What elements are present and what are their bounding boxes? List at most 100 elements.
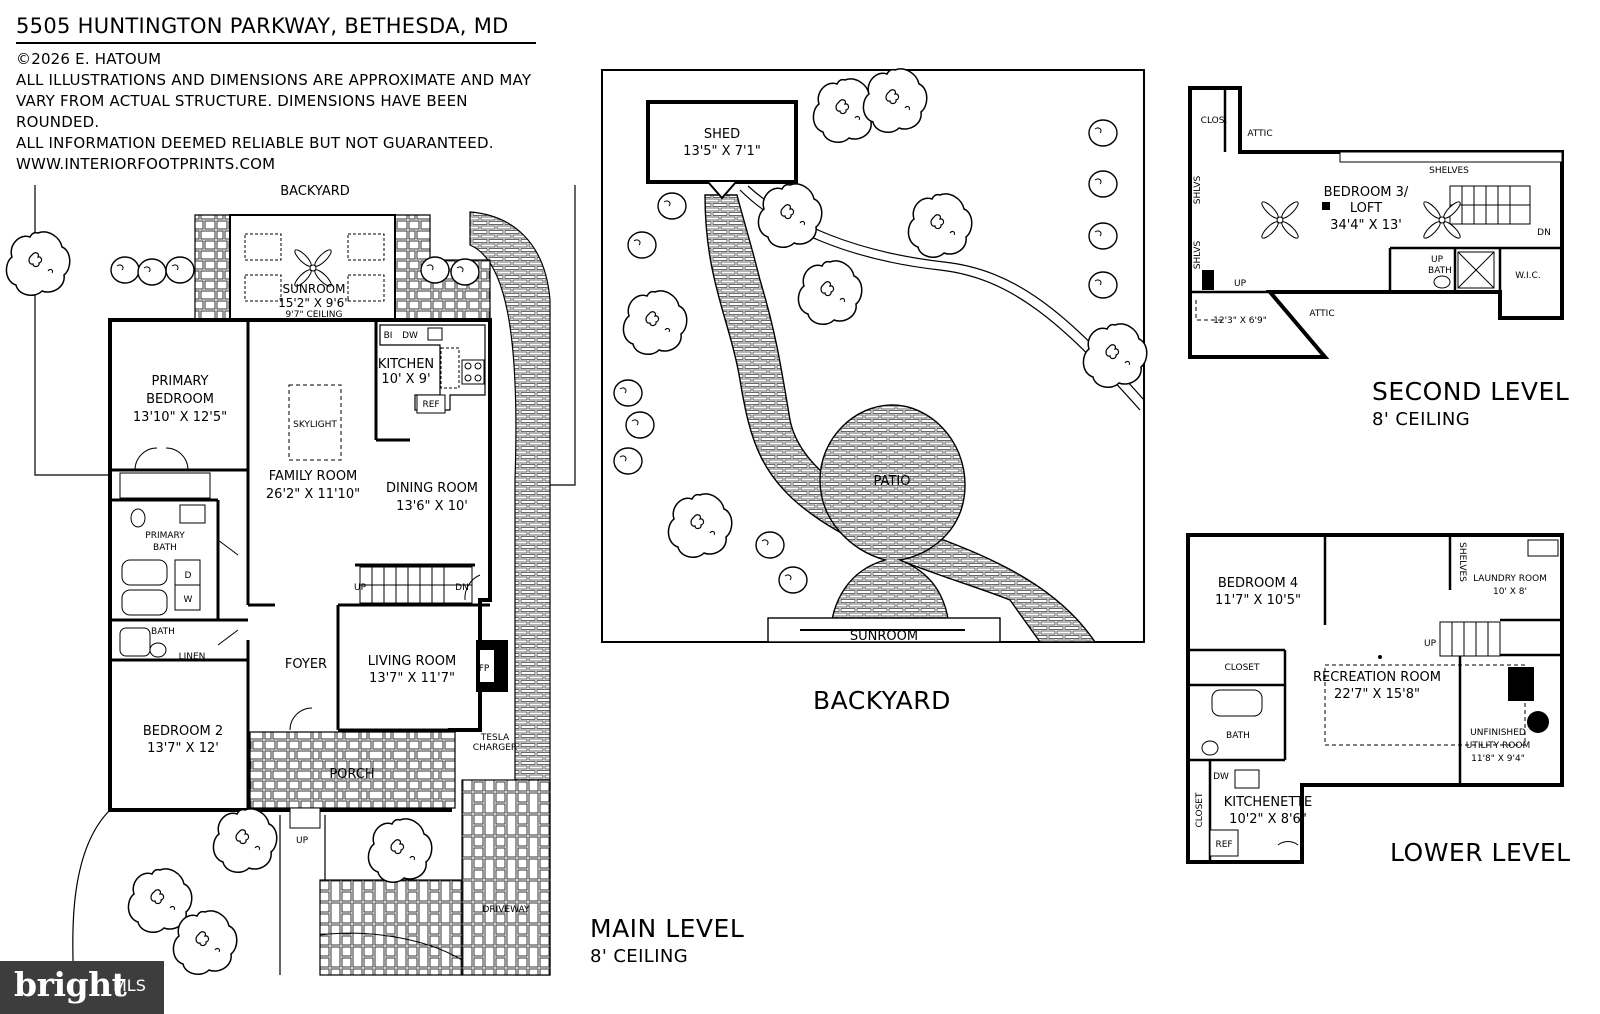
- main-level-plan: [5, 185, 576, 1001]
- bedroom-3-name-2: LOFT: [1350, 201, 1382, 216]
- shlvs-label-2: SHLVS: [1193, 241, 1203, 270]
- wic-label: W.I.C.: [1515, 271, 1540, 281]
- family-skylight: SKYLIGHT: [293, 420, 337, 430]
- living-room-name: LIVING ROOM: [368, 654, 456, 669]
- closet-label: CLOSET: [1225, 663, 1260, 673]
- copyright: ©2026 E. HATOUM: [16, 50, 162, 68]
- bedroom-2-name: BEDROOM 2: [143, 724, 223, 739]
- driveway-apron: [319, 879, 463, 976]
- lower-ref-label: REF: [1215, 840, 1232, 850]
- dining-room-name: DINING ROOM: [386, 481, 478, 496]
- porch-up-label: UP: [296, 836, 309, 846]
- sunroom-dims: 15'2" X 9'6": [278, 296, 350, 310]
- bedroom-3-dims: 34'4" X 13': [1330, 218, 1402, 233]
- laundry-dims: 10' X 8': [1493, 587, 1527, 597]
- lower-level-title: LOWER LEVEL: [1390, 838, 1571, 867]
- porch-label: PORCH: [329, 767, 374, 782]
- linen-label: LINEN: [179, 652, 206, 662]
- stairs-dn-label: DN: [455, 583, 469, 593]
- loft-dn-label: DN: [1537, 228, 1551, 238]
- sunroom-ceiling: 9'7" CEILING: [286, 310, 343, 320]
- primary-bedroom-name-2: BEDROOM: [146, 392, 214, 407]
- recreation-dims: 22'7" X 15'8": [1334, 687, 1420, 702]
- primary-bath-name-1: PRIMARY: [145, 531, 185, 541]
- bedroom-3-name-1: BEDROOM 3/: [1324, 185, 1409, 200]
- shed-dims: 13'5" X 7'1": [683, 144, 761, 159]
- main-level-labels: BACKYARD SUNROOM 15'2" X 9'6" 9'7" CEILI…: [133, 184, 530, 915]
- disclaimer-line-1: ALL ILLUSTRATIONS AND DIMENSIONS ARE APP…: [16, 71, 532, 89]
- main-level-ceiling: 8' CEILING: [590, 946, 689, 967]
- bath-up-label: UP: [1431, 255, 1444, 265]
- tesla-label-1: TESLA: [480, 733, 510, 743]
- stairs-up-label: UP: [354, 583, 367, 593]
- utility-dims: 11'8" X 9'4": [1471, 754, 1525, 764]
- foyer-label: FOYER: [285, 657, 327, 672]
- primary-bath-name-2: BATH: [153, 543, 177, 553]
- logo-suffix: MLS: [113, 976, 146, 995]
- bedroom-4-name: BEDROOM 4: [1218, 576, 1298, 591]
- clos-label: CLOS.: [1201, 116, 1228, 126]
- driveway: [461, 779, 551, 976]
- driveway-label: DRIVEWAY: [482, 905, 530, 915]
- patio-label: PATIO: [874, 474, 911, 489]
- header: 5505 HUNTINGTON PARKWAY, BETHESDA, MD ©2…: [16, 14, 536, 175]
- shelves-label: SHELVES: [1429, 166, 1469, 176]
- backyard-title: BACKYARD: [813, 686, 951, 715]
- bath-label: BATH: [151, 627, 175, 637]
- utility-name-2: UTILITY ROOM: [1466, 741, 1530, 751]
- second-level-plan: [1188, 86, 1564, 359]
- living-room-dims: 13'7" X 11'7": [369, 671, 455, 686]
- bedroom-4-dims: 11'7" X 10'5": [1215, 593, 1301, 608]
- logo-brand: bright: [14, 965, 127, 1004]
- lower-dw-label: DW: [1213, 772, 1229, 782]
- family-room-name: FAMILY ROOM: [269, 469, 358, 484]
- bedroom-2-dims: 13'7" X 12': [147, 741, 219, 756]
- utility-name-1: UNFINISHED: [1470, 728, 1526, 738]
- washer-label: W: [184, 595, 193, 605]
- backyard-label: BACKYARD: [280, 184, 350, 199]
- dryer-label: D: [185, 571, 192, 581]
- lower-bath-label: BATH: [1226, 731, 1250, 741]
- shed: [646, 100, 798, 184]
- shed-name: SHED: [704, 127, 740, 142]
- second-bath-label: BATH: [1428, 266, 1452, 276]
- dining-room-dims: 13'6" X 10': [396, 499, 468, 514]
- lower-closet-vertical: CLOSET: [1195, 792, 1205, 827]
- lower-level-outline: [1186, 533, 1564, 864]
- main-level-title: MAIN LEVEL: [590, 914, 745, 943]
- property-address: 5505 HUNTINGTON PARKWAY, BETHESDA, MD: [16, 14, 536, 44]
- loft-fan-icon: [1259, 199, 1301, 241]
- patio: [819, 404, 966, 643]
- kitchen-dims: 10' X 9': [381, 372, 430, 387]
- porch: [249, 731, 456, 809]
- attic-label-bottom: ATTIC: [1309, 309, 1334, 319]
- laundry-name: LAUNDRY ROOM: [1473, 574, 1547, 584]
- recreation-name: RECREATION ROOM: [1313, 670, 1441, 685]
- second-level-ceiling: 8' CEILING: [1372, 409, 1471, 430]
- property-line-left: [34, 185, 110, 476]
- backyard-plan: [601, 68, 1148, 643]
- kitchen-name: KITCHEN: [378, 357, 434, 372]
- disclaimer-line-2: VARY FROM ACTUAL STRUCTURE. DIMENSIONS H…: [16, 92, 468, 131]
- shlvs-label-1: SHLVS: [1193, 176, 1203, 205]
- bright-mls-logo: bright MLS: [0, 961, 164, 1014]
- backyard-sunroom-label: SUNROOM: [850, 629, 918, 644]
- disclaimer-line-3: ALL INFORMATION DEEMED RELIABLE BUT NOT …: [16, 134, 494, 152]
- primary-bedroom-name-1: PRIMARY: [152, 374, 209, 389]
- website: WWW.INTERIORFOOTPRINTS.COM: [16, 155, 276, 173]
- lower-level-plan: [1186, 533, 1564, 864]
- kitchenette-name: KITCHENETTE: [1224, 795, 1312, 810]
- dw-label: DW: [402, 331, 418, 341]
- ref-label: REF: [422, 400, 439, 410]
- landing-dims: 12'3" X 6'9": [1213, 316, 1267, 326]
- attic-label-top: ATTIC: [1247, 129, 1272, 139]
- landing-up-label: UP: [1234, 279, 1247, 289]
- lower-level-labels: BEDROOM 4 11'7" X 10'5" SHELVES LAUNDRY …: [1195, 542, 1547, 850]
- lower-shelves-label: SHELVES: [1457, 542, 1467, 582]
- backyard-labels: SHED 13'5" X 7'1" PATIO SUNROOM: [683, 127, 918, 644]
- fireplace-label: FP: [479, 664, 490, 674]
- sunroom-name: SUNROOM: [283, 282, 346, 296]
- second-level-outline: [1188, 86, 1564, 359]
